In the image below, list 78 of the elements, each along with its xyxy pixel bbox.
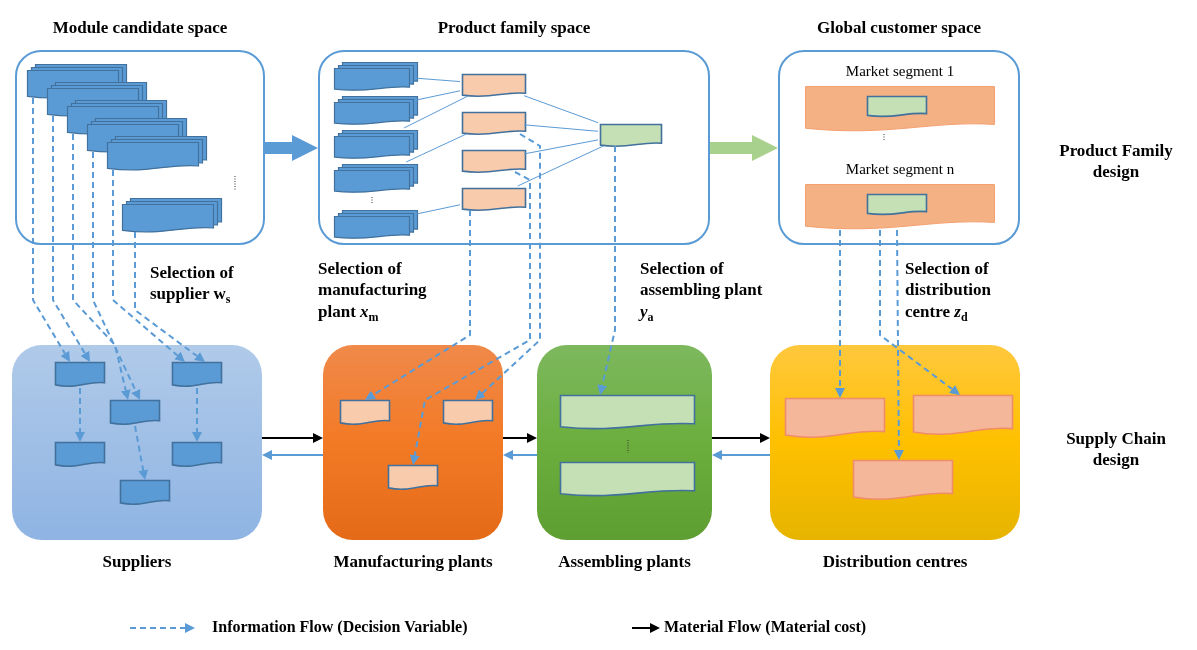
document-shape [913, 395, 1013, 437]
document-shape [462, 74, 526, 98]
connector-line [405, 133, 467, 163]
dashed-arrow [32, 97, 70, 362]
dashed-arrow [112, 169, 185, 362]
document-shape [462, 188, 526, 212]
document-shape [443, 400, 493, 426]
connector-line [523, 95, 599, 124]
document-shape [560, 462, 695, 498]
document-stack [334, 164, 418, 194]
flow-arrow [712, 450, 771, 460]
panel-caption: Suppliers [101, 552, 173, 572]
row-label: Supply Chain design [1065, 428, 1167, 471]
connector-line [403, 95, 469, 129]
dashed-arrow [192, 387, 202, 442]
block-arrow [265, 135, 318, 161]
dashed-arrow [52, 115, 90, 362]
legend-text: Material Flow (Material cost) [664, 618, 867, 636]
document-shape [388, 465, 438, 491]
connector-line [415, 204, 461, 215]
document-stack [334, 210, 418, 240]
document-shape [600, 124, 662, 148]
document-shape [462, 112, 526, 136]
block-arrow [710, 135, 778, 161]
dashed-arrow [597, 145, 616, 395]
document-shape [120, 480, 170, 506]
flow-arrow [262, 450, 324, 460]
dashed-arrow [72, 133, 131, 400]
connector-line [517, 145, 604, 187]
document-shape [55, 362, 105, 388]
document-stack [334, 96, 418, 126]
dashed-arrow [835, 229, 845, 398]
segment-heading: Market segment n [844, 161, 956, 178]
panel-caption: Manufacturing plants [332, 552, 494, 572]
document-shape [785, 398, 885, 440]
document-shape [110, 400, 160, 426]
document-shape [172, 362, 222, 388]
dashed-arrow [409, 171, 531, 465]
dashed-arrow [134, 231, 205, 362]
panel-caption: Distribution centres [821, 552, 969, 572]
document-shape [853, 460, 953, 502]
flow-arrow [261, 433, 323, 443]
document-shape [560, 395, 695, 431]
selection-label: Selection of manufacturing plant x$_{m}$ [318, 258, 428, 325]
document-stack [334, 130, 418, 160]
dashed-arrow [134, 425, 149, 480]
document-stack [122, 198, 222, 234]
document-shape [55, 442, 105, 468]
panel-heading: Module candidate space [51, 18, 229, 38]
document-shape [867, 194, 927, 216]
dashed-arrow [365, 209, 471, 400]
segment-heading: Market segment 1 [844, 63, 956, 80]
row-label: Product Family design [1058, 140, 1174, 183]
document-stack [334, 62, 418, 92]
document-shape [867, 96, 927, 118]
flow-arrow [502, 433, 537, 443]
dashed-arrow [75, 387, 85, 442]
connector-line [523, 124, 599, 132]
dashed-arrow [92, 151, 141, 400]
dashed-arrow [879, 229, 960, 395]
document-shape [340, 400, 390, 426]
dashed-arrow [893, 229, 904, 460]
flow-arrow [503, 450, 538, 460]
connector-line [415, 90, 461, 101]
flow-arrow [711, 433, 770, 443]
document-stack [107, 136, 207, 172]
selection-label: Selection of assembling plant y$_{a}$ [640, 258, 764, 325]
selection-label: Selection of distribution centre z$_{d}$ [905, 258, 992, 325]
document-shape [172, 442, 222, 468]
connector-line [415, 77, 461, 83]
panel-heading: Global customer space [816, 18, 982, 38]
panel-caption: Assembling plants [557, 552, 692, 572]
legend-text: Information Flow (Decision Variable) [212, 618, 468, 636]
selection-label: Selection of supplier w$_{s}$ [150, 262, 235, 308]
panel-heading: Product family space [436, 18, 592, 38]
dashed-arrow [475, 133, 541, 400]
connector-line [523, 139, 599, 155]
document-shape [462, 150, 526, 174]
